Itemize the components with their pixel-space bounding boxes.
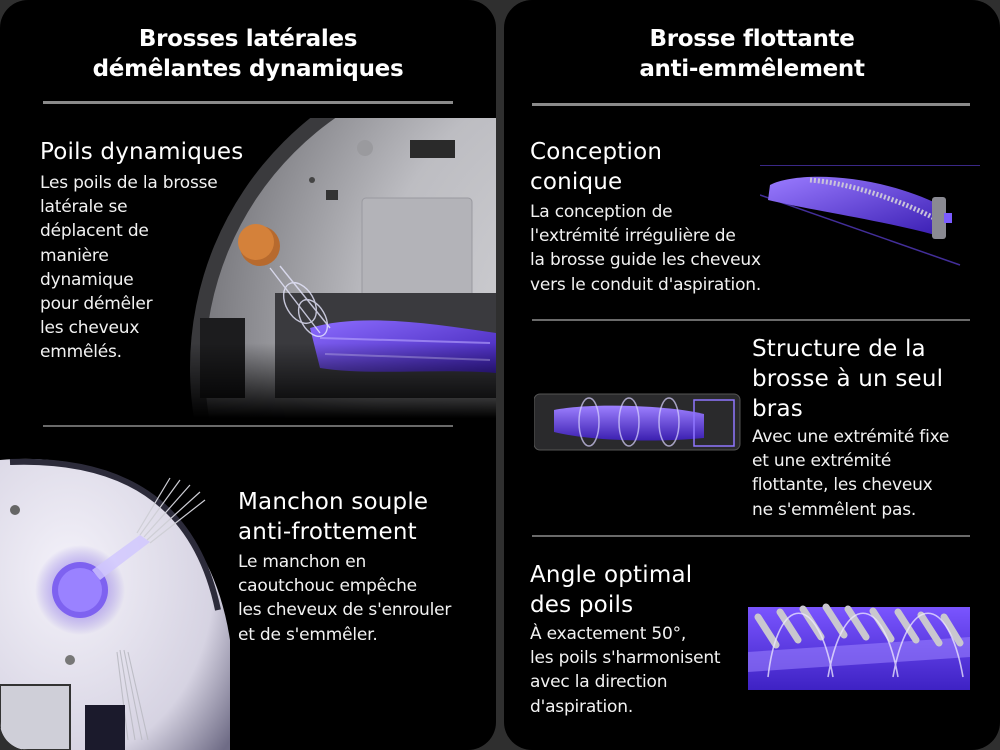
- section-title-line: Poils dynamiques: [40, 139, 244, 165]
- section-title-line: conique: [530, 169, 623, 195]
- body-line: l'extrémité irrégulière de: [530, 226, 736, 247]
- section-title-structure-un-bras: Structure de la brosse à un seul bras: [752, 334, 943, 424]
- body-line: emmêlés.: [40, 342, 122, 363]
- body-line: dynamique: [40, 269, 134, 290]
- body-line: Les poils de la brosse: [40, 173, 218, 193]
- body-line: avec la direction: [530, 672, 668, 693]
- right-title-divider: [532, 103, 970, 106]
- bristle-angle-illustration: [748, 603, 970, 690]
- body-line: Avec une extrémité fixe: [752, 427, 950, 447]
- body-line: latérale se: [40, 197, 128, 218]
- robot-underside-illustration: [170, 118, 496, 418]
- section-body-poils-dynamiques: Les poils de la brosse latérale se dépla…: [40, 171, 218, 365]
- section-title-line: des poils: [530, 592, 634, 618]
- section-title-angle-optimal: Angle optimal des poils: [530, 560, 692, 620]
- section-title-poils-dynamiques: Poils dynamiques: [40, 137, 243, 167]
- right-feature-panel: Brosse flottante anti-emmêlement Concept…: [504, 0, 1000, 750]
- section-title-line: Angle optimal: [530, 562, 693, 588]
- left-title-divider: [43, 101, 453, 104]
- body-line: les cheveux: [40, 318, 140, 339]
- section-title-line: Manchon souple: [238, 489, 429, 515]
- body-line: manière: [40, 245, 109, 266]
- section-title-line: bras: [752, 396, 803, 422]
- body-line: ne s'emmêlent pas.: [752, 499, 917, 520]
- body-line: les poils s'harmonisent: [530, 648, 721, 669]
- left-feature-panel: Brosses latérales démêlantes dynamiques: [0, 0, 496, 750]
- section-title-line: brosse à un seul: [752, 366, 944, 392]
- section-body-structure-un-bras: Avec une extrémité fixe et une extrémité…: [752, 425, 949, 522]
- section-body-conception-conique: La conception de l'extrémité irrégulière…: [530, 200, 761, 297]
- body-line: La conception de: [530, 202, 673, 222]
- body-line: Le manchon en: [238, 552, 367, 572]
- body-line: d'aspiration.: [530, 696, 634, 717]
- right-section-divider-1: [532, 319, 970, 321]
- body-line: déplacent de: [40, 221, 149, 242]
- left-section-divider: [43, 425, 453, 427]
- body-line: la brosse guide les cheveux: [530, 250, 761, 271]
- side-brush-sleeve-illustration: [0, 458, 230, 750]
- section-title-line: anti-frottement: [238, 519, 417, 545]
- conical-brush-roll-illustration: [760, 165, 980, 266]
- body-line: vers le conduit d'aspiration.: [530, 274, 762, 295]
- left-panel-title: Brosses latérales démêlantes dynamiques: [0, 24, 496, 84]
- left-panel-title-line-2: démêlantes dynamiques: [92, 56, 404, 82]
- right-panel-title: Brosse flottante anti-emmêlement: [504, 24, 1000, 84]
- right-section-divider-2: [532, 535, 970, 537]
- body-line: caoutchouc empêche: [238, 576, 417, 597]
- section-title-line: Conception: [530, 139, 663, 165]
- body-line: les cheveux de s'enrouler: [238, 600, 452, 621]
- body-line: À exactement 50°,: [530, 624, 687, 644]
- left-panel-title-line-1: Brosses latérales: [138, 26, 358, 52]
- section-body-manchon-souple: Le manchon en caoutchouc empêche les che…: [238, 550, 451, 647]
- section-title-manchon-souple: Manchon souple anti-frottement: [238, 487, 428, 547]
- body-line: et de s'emmêler.: [238, 624, 378, 645]
- section-title-conception-conique: Conception conique: [530, 137, 662, 197]
- body-line: et une extrémité: [752, 451, 892, 472]
- section-title-line: Structure de la: [752, 336, 926, 362]
- section-body-angle-optimal: À exactement 50°, les poils s'harmonisen…: [530, 622, 721, 719]
- right-panel-title-line-1: Brosse flottante: [649, 26, 855, 52]
- body-line: flottante, les cheveux: [752, 475, 933, 496]
- single-arm-brush-roll-illustration: [534, 393, 741, 451]
- right-panel-title-line-2: anti-emmêlement: [639, 56, 865, 82]
- body-line: pour démêler: [40, 294, 153, 315]
